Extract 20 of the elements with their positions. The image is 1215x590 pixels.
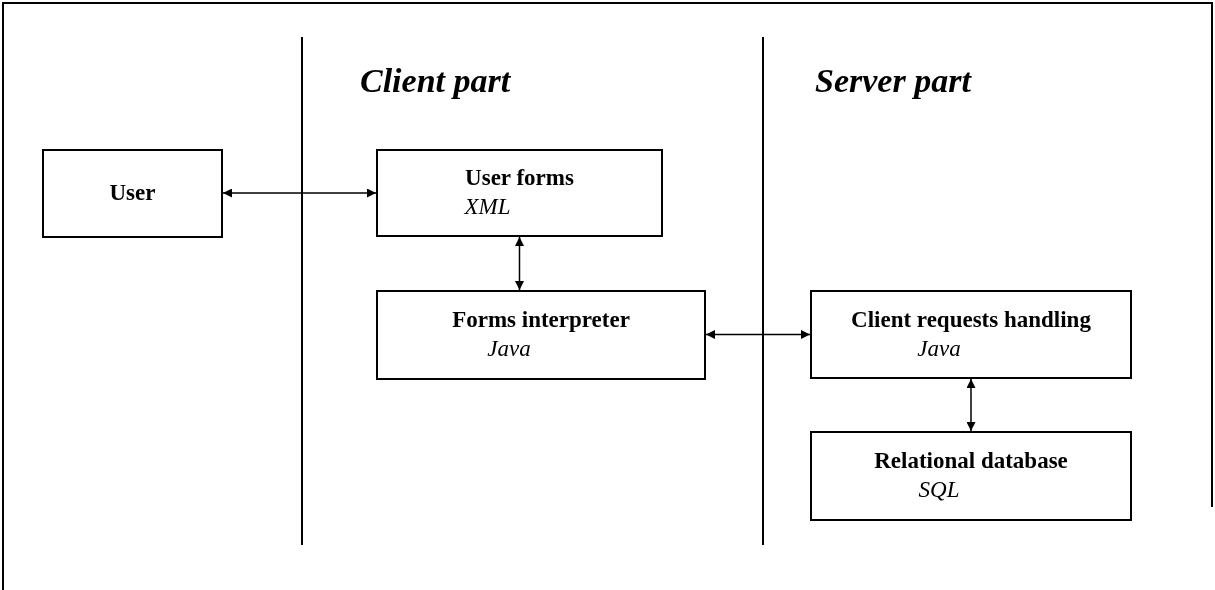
- box-subtitle: Java: [487, 335, 532, 363]
- process-box: [42, 149, 223, 238]
- section-heading: Server part: [815, 61, 971, 101]
- box-title: Forms interpreter: [452, 306, 630, 335]
- double-arrow: [705, 330, 811, 339]
- process-box: [810, 290, 1132, 379]
- process-box: [810, 431, 1132, 521]
- double-arrow: [515, 236, 524, 291]
- process-box: [376, 290, 706, 380]
- box-subtitle: XML: [464, 193, 512, 221]
- box-subtitle: SQL: [918, 476, 961, 504]
- box-subtitle: Java: [917, 334, 962, 363]
- box-title: Relational database: [874, 447, 1068, 476]
- double-arrow: [966, 378, 976, 432]
- box-title: Client requests handling: [851, 305, 1091, 334]
- box-title: User forms: [465, 164, 574, 193]
- section-heading: Client part: [360, 61, 511, 101]
- box-title: User: [109, 179, 156, 208]
- double-arrow: [222, 188, 377, 198]
- process-box: [376, 149, 663, 237]
